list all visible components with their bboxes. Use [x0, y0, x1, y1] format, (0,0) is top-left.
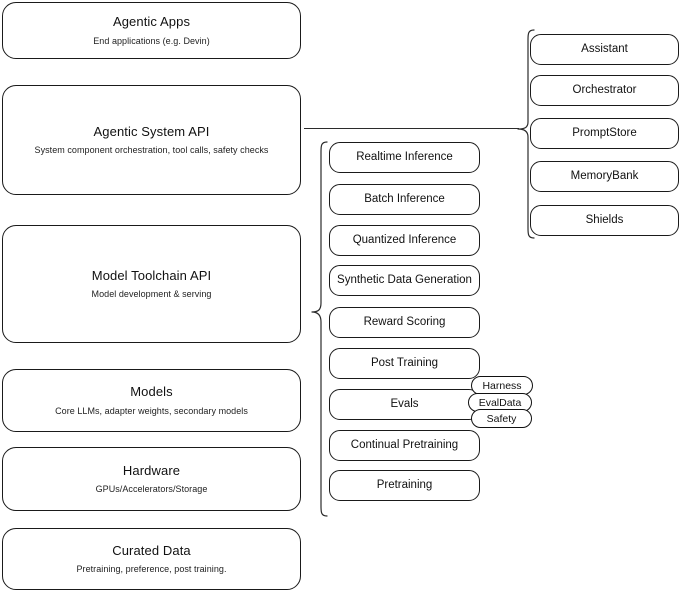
item-label: MemoryBank	[570, 170, 639, 183]
system-item-shields[interactable]: Shields	[530, 205, 679, 236]
toolchain-item-batch-inference[interactable]: Batch Inference	[329, 184, 480, 215]
brace-toolchain	[311, 141, 328, 517]
item-label: Pretraining	[376, 479, 433, 492]
item-label: Orchestrator	[572, 84, 637, 97]
eval-tag-safety[interactable]: Safety	[471, 409, 532, 428]
toolchain-item-quantized-inference[interactable]: Quantized Inference	[329, 225, 480, 256]
layer-title: Model Toolchain API	[91, 267, 212, 283]
toolchain-item-continual-pretraining[interactable]: Continual Pretraining	[329, 430, 480, 461]
system-item-assistant[interactable]: Assistant	[530, 34, 679, 65]
layer-subtitle: GPUs/Accelerators/Storage	[95, 484, 208, 494]
item-label: Shields	[585, 214, 624, 227]
pill-label: EvalData	[478, 396, 522, 409]
layer-title: Curated Data	[112, 542, 191, 558]
system-item-orchestrator[interactable]: Orchestrator	[530, 75, 679, 106]
item-label: Continual Pretraining	[350, 439, 459, 452]
pill-label: Harness	[482, 379, 522, 392]
layer-box-hardware[interactable]: Hardware GPUs/Accelerators/Storage	[2, 447, 301, 511]
item-label: PromptStore	[572, 127, 637, 140]
pill-label: Safety	[486, 412, 517, 425]
toolchain-item-realtime-inference[interactable]: Realtime Inference	[329, 142, 480, 173]
layer-box-agentic-apps[interactable]: Agentic Apps End applications (e.g. Devi…	[2, 2, 301, 59]
layer-box-models[interactable]: Models Core LLMs, adapter weights, secon…	[2, 369, 301, 432]
toolchain-item-evals[interactable]: Evals	[329, 389, 480, 420]
toolchain-item-post-training[interactable]: Post Training	[329, 348, 480, 379]
item-label: Post Training	[370, 357, 439, 370]
layer-title: Agentic System API	[93, 123, 210, 139]
item-label: Assistant	[581, 43, 628, 56]
layer-box-curated-data[interactable]: Curated Data Pretraining, preference, po…	[2, 528, 301, 590]
system-item-promptstore[interactable]: PromptStore	[530, 118, 679, 149]
item-label: Reward Scoring	[363, 316, 446, 329]
layer-subtitle: System component orchestration, tool cal…	[34, 145, 269, 155]
eval-tag-evaldata[interactable]: EvalData	[468, 393, 532, 412]
connector-line-system-api	[304, 128, 519, 129]
item-label: Realtime Inference	[356, 151, 453, 164]
layer-title: Hardware	[122, 462, 181, 478]
item-label: Quantized Inference	[352, 234, 457, 247]
layer-box-model-toolchain-api[interactable]: Model Toolchain API Model development & …	[2, 225, 301, 343]
layer-subtitle: Pretraining, preference, post training.	[76, 564, 227, 574]
layer-subtitle: Core LLMs, adapter weights, secondary mo…	[55, 405, 248, 416]
toolchain-item-synthetic-data-generation[interactable]: Synthetic Data Generation	[329, 265, 480, 296]
toolchain-item-pretraining[interactable]: Pretraining	[329, 470, 480, 501]
item-label: Synthetic Data Generation	[337, 274, 472, 287]
layer-title: Agentic Apps	[112, 14, 191, 30]
brace-system-components	[517, 29, 535, 239]
toolchain-item-reward-scoring[interactable]: Reward Scoring	[329, 307, 480, 338]
item-label: Evals	[390, 398, 419, 411]
layer-subtitle: End applications (e.g. Devin)	[93, 35, 210, 46]
item-label: Batch Inference	[364, 193, 445, 206]
system-item-memorybank[interactable]: MemoryBank	[530, 161, 679, 192]
layer-box-agentic-system-api[interactable]: Agentic System API System component orch…	[2, 85, 301, 195]
layer-subtitle: Model development & serving	[91, 289, 212, 299]
layer-title: Models	[130, 384, 173, 400]
